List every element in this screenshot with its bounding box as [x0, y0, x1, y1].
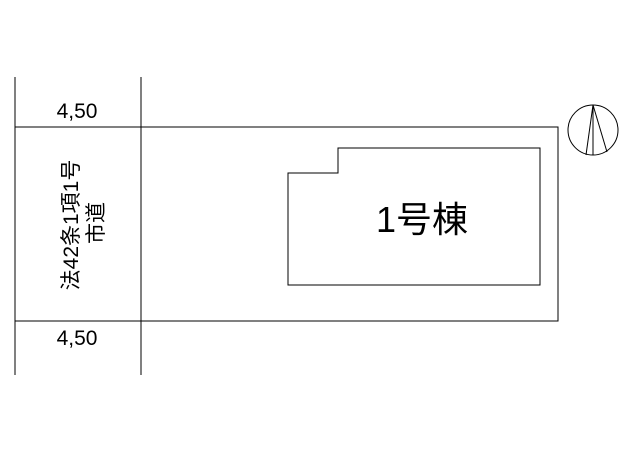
lot-boundary [15, 126, 559, 322]
building-label: 1号棟 [376, 199, 468, 240]
north-arrow-icon [567, 104, 619, 156]
road-classification-line2: 市道 [85, 202, 108, 244]
road-width-top: 4,50 [57, 100, 98, 123]
road-classification-line1: 法42条1項1号 [60, 160, 83, 291]
road-width-bottom: 4,50 [57, 327, 98, 350]
building-footprint [287, 147, 541, 286]
